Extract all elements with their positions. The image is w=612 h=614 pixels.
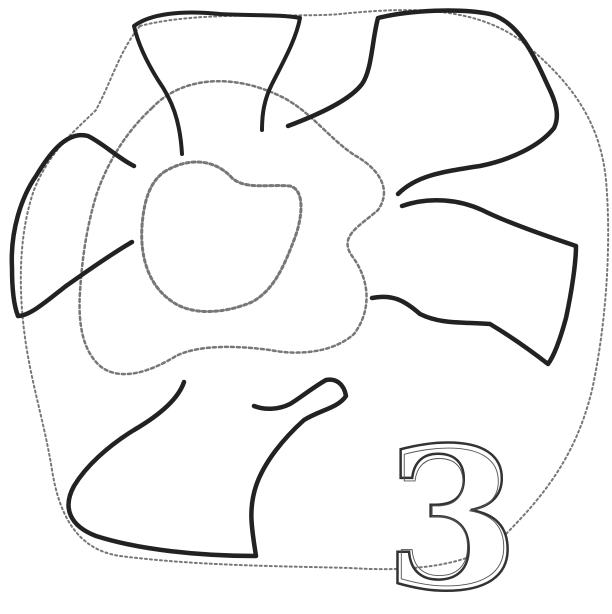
petal-right (372, 200, 576, 364)
inner-dotted-center (142, 162, 301, 312)
number-badge: 3 3 (384, 405, 520, 614)
middle-dotted-ring (80, 81, 384, 374)
petal-bottom (69, 380, 346, 556)
petal-left (12, 135, 134, 316)
number-label-inner-line: 3 (389, 412, 516, 614)
petal-top (134, 13, 300, 155)
